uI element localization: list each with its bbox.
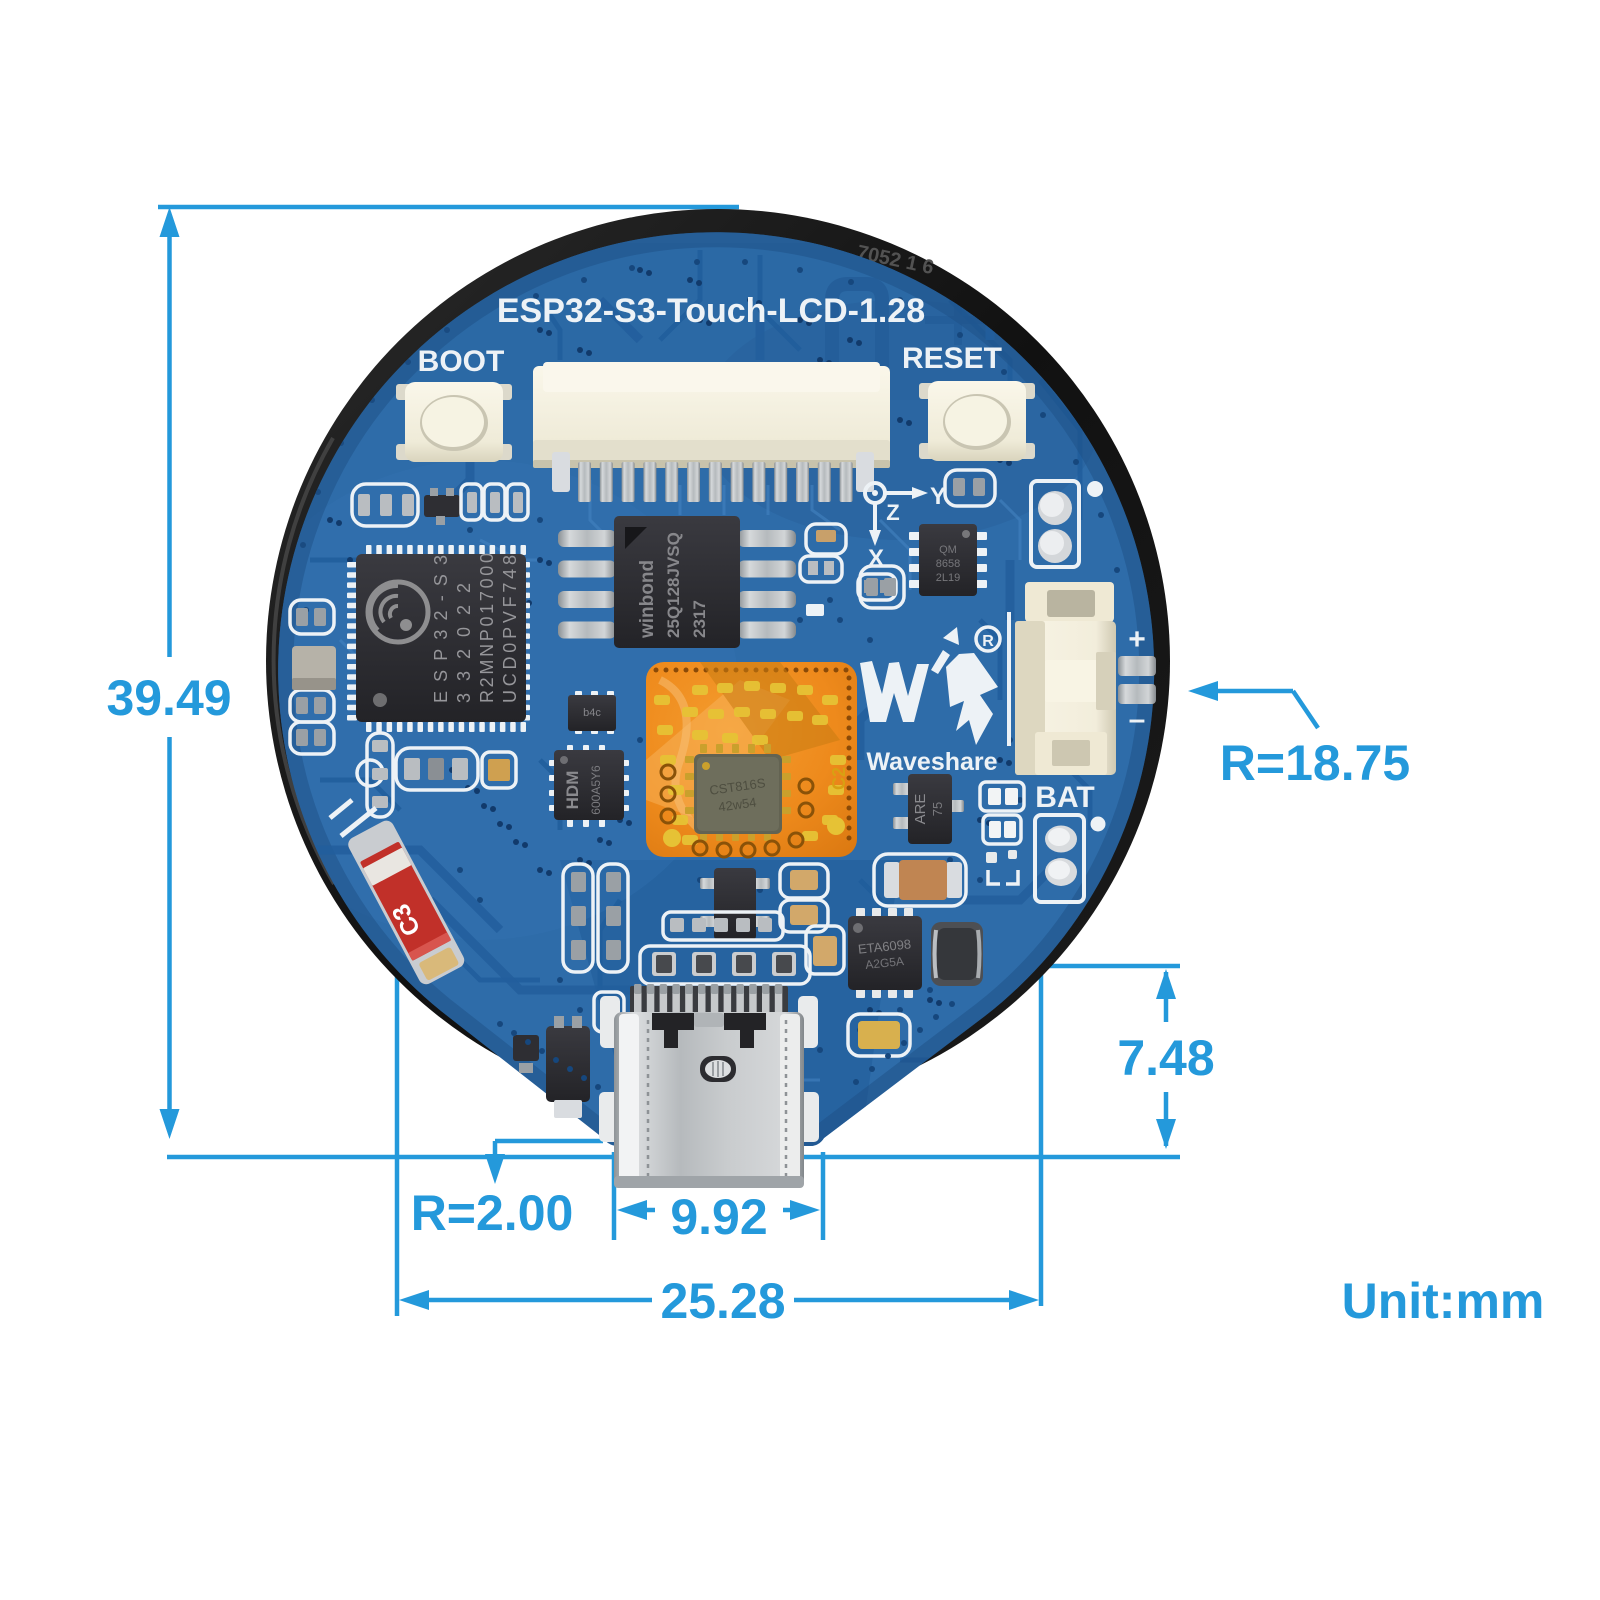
svg-text:BOOT: BOOT [418,345,505,378]
svg-text:25.28: 25.28 [660,1273,785,1329]
svg-text:Y: Y [930,483,946,510]
svg-text:RESET: RESET [902,342,1002,375]
svg-text:R: R [982,633,994,650]
svg-text:25Q128JVSQ: 25Q128JVSQ [664,532,683,638]
svg-text:42w54: 42w54 [717,794,757,814]
svg-text:Waveshare: Waveshare [866,748,997,776]
svg-text:Unit:mm: Unit:mm [1342,1273,1545,1329]
svg-text:A2G5A: A2G5A [865,954,905,972]
svg-text:2L19: 2L19 [936,572,960,584]
svg-text:ETA6098: ETA6098 [857,936,912,956]
svg-text:ARE: ARE [912,794,929,825]
svg-text:7.48: 7.48 [1117,1030,1214,1086]
svg-text:b4c: b4c [583,707,601,719]
svg-text:ESP32-S3-Touch-LCD-1.28: ESP32-S3-Touch-LCD-1.28 [497,292,925,330]
svg-text:winbond: winbond [637,560,658,639]
svg-text:+: + [1128,623,1146,656]
svg-text:Z: Z [886,500,899,525]
svg-text:BAT: BAT [1035,781,1094,814]
svg-text:39.49: 39.49 [106,670,231,726]
svg-text:C2: C2 [829,767,849,790]
svg-text:75: 75 [930,802,945,816]
svg-text:8658: 8658 [936,558,960,570]
svg-text:R=2.00: R=2.00 [411,1185,574,1241]
svg-text:9.92: 9.92 [670,1189,767,1245]
svg-text:R=18.75: R=18.75 [1220,735,1410,791]
svg-text:UCD0PVF748: UCD0PVF748 [500,555,520,703]
svg-text:600A5Y6: 600A5Y6 [589,765,603,815]
svg-text:X: X [868,545,884,572]
svg-text:2317: 2317 [690,600,709,638]
svg-text:–: – [1129,703,1146,736]
svg-text:QM: QM [939,544,957,556]
svg-text:HDM: HDM [563,771,582,810]
